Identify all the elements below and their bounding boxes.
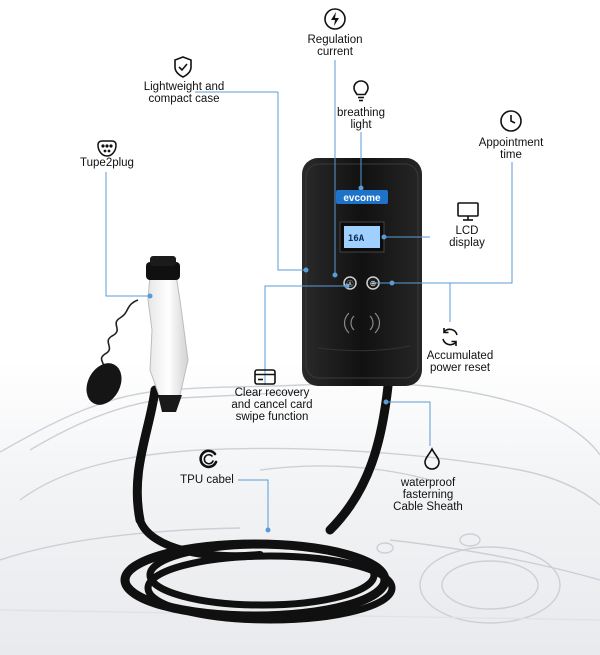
label-lcd-display: LCD display <box>449 225 485 249</box>
label-card-swipe: Clear recovery and cancel card swipe fun… <box>231 387 313 423</box>
label-cable-sheath: waterproof fasterning Cable Sheath <box>393 477 463 513</box>
label-breathing-light: breathing light <box>337 107 385 131</box>
monitor-icon <box>455 198 481 224</box>
brand-banner <box>336 190 388 204</box>
cable-ring-icon <box>196 446 222 472</box>
svg-text:⊕: ⊕ <box>370 279 377 288</box>
brand-logo: evcome <box>343 193 381 204</box>
label-lightweight-case: Lightweight and compact case <box>143 81 225 105</box>
refresh-icon <box>437 324 463 350</box>
svg-text:Ⓐ: Ⓐ <box>347 280 354 288</box>
clock-icon <box>498 108 524 134</box>
dust-cap <box>86 363 122 405</box>
type2-plug-icon <box>94 136 120 162</box>
shield-check-icon <box>170 54 196 80</box>
lightning-circle-icon <box>322 6 348 32</box>
label-tpu-cable: TPU cabel <box>180 474 234 486</box>
type2-plug <box>146 256 189 412</box>
label-accumulated-power-reset: Accumulated power reset <box>426 350 494 374</box>
callout-lines <box>105 60 513 533</box>
card-icon <box>252 364 278 390</box>
cap-cord <box>100 299 139 371</box>
label-appointment-time: Appointment time <box>478 137 544 161</box>
light-bulb-icon <box>348 78 374 104</box>
charging-cable <box>120 381 396 624</box>
label-regulation-current: Regulation current <box>307 34 363 58</box>
water-drop-icon <box>419 446 445 472</box>
lcd-reading: 16A <box>348 234 365 244</box>
label-plug-type: Tupe2plug <box>80 157 134 169</box>
